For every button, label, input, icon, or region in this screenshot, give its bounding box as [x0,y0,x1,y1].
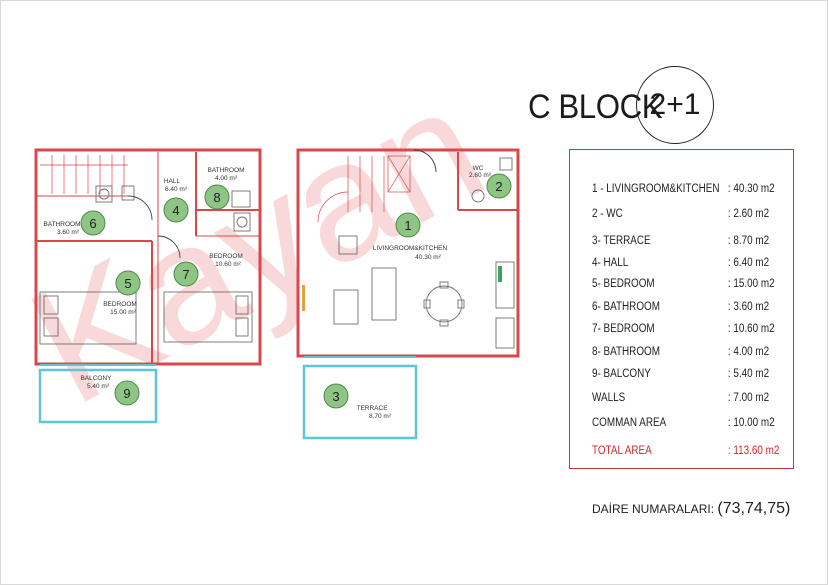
area-row-label: 7- BEDROOM [592,323,655,335]
room-2-name: WC [473,165,484,172]
room-6-area: 3.60 m² [57,229,80,236]
room-9-name: BALCONY [80,375,112,382]
marker-room-1 [395,212,421,238]
area-row-value: : 5.40 m2 [727,368,770,380]
room-7-area: 10.60 m² [215,261,241,268]
upper-floor-plan [34,148,262,424]
area-row-label: 9- BALCONY [592,368,651,380]
unit-type-label: 2+1 [649,88,701,121]
room-3-name: TERRACE [356,405,388,412]
area-row-label: 8- BATHROOM [592,346,660,358]
ground-furniture [333,149,515,349]
area-table: 1 - LIVINGROOM&KITCHEN : 40.30 m2 2 - WC:… [569,149,794,469]
room-9-area: 5.40 m² [87,383,110,390]
area-row-label: 3- TERRACE [592,235,651,247]
area-row-label: 6- BATHROOM [592,301,660,313]
marker-room-3 [323,383,349,409]
marker-room-3-number: 3 [332,389,339,404]
ground-stairs [317,155,411,223]
room-1-area: 40.30 m² [415,254,441,261]
total-area-label: TOTAL AREA [592,445,652,457]
room-labels: LIVINGROOM&KITCHEN 40.30 m² WC 2.60 m² T… [43,165,491,420]
area-row-label: 2 - WC [592,208,623,220]
total-area-value: : 113.60 m2 [727,445,780,457]
area-row-value: : 2.60 m2 [727,208,770,220]
room-8-area: 4.00 m² [215,175,238,182]
area-row-label: 1 - LIVINGROOM&KITCHEN [592,183,720,195]
marker-room-7 [173,261,199,287]
area-row-value: : 6.40 m2 [727,257,770,269]
window-marker [302,285,305,311]
upper-stairs [40,155,128,194]
area-row-value: : 8.70 m2 [727,235,770,247]
area-row-value: : 4.00 m2 [727,346,770,358]
marker-room-4-number: 4 [172,203,179,218]
unit-numbers-value: (73,74,75) [717,500,791,517]
unit-numbers: DAİRE NUMARALARI: (73,74,75) [592,500,790,518]
ground-floor-plan [296,148,520,440]
unit-numbers-label: DAİRE NUMARALARI: [592,502,715,516]
room-4-area: 6.40 m² [165,186,188,193]
room-7-name: BEDROOM [209,253,243,260]
area-row-value: : 40.30 m2 [727,183,775,195]
area-row-label: WALLS [592,392,626,404]
marker-room-2 [486,173,512,199]
room-6-name: BATHROOM [43,221,80,228]
room-5-area: 15.00 m² [110,309,136,316]
marker-room-5-number: 5 [124,276,131,291]
room-markers: 1 2 3 4 5 6 7 8 9 [80,173,512,409]
room-8-name: BATHROOM [207,167,244,174]
area-row-value: : 15.00 m2 [727,278,775,290]
marker-room-8-number: 8 [213,190,220,205]
marker-room-4 [163,197,189,223]
unit-type-badge: 2+1 [636,66,714,144]
area-row-label: COMMAN AREA [592,417,667,429]
marker-room-5 [115,270,141,296]
marker-room-2-number: 2 [495,179,502,194]
area-row-value: : 7.00 m2 [727,392,770,404]
room-5-name: BEDROOM [103,301,137,308]
area-row-label: 5- BEDROOM [592,278,655,290]
room-1-name: LIVINGROOM&KITCHEN [373,245,448,252]
marker-room-7-number: 7 [182,267,189,282]
area-row-value: : 10.00 m2 [727,417,775,429]
room-3-area: 8.70 m² [369,413,392,420]
room-4-name: HALL [164,178,181,185]
marker-room-8 [204,184,230,210]
marker-room-1-number: 1 [404,218,411,233]
room-2-area: 2.60 m² [469,172,492,179]
kitchen-counter-accent [498,266,502,282]
upper-furniture [39,185,253,345]
marker-room-9 [114,380,140,406]
marker-room-6 [80,210,106,236]
marker-room-6-number: 6 [89,216,96,231]
marker-room-9-number: 9 [123,386,130,401]
area-row-label: 4- HALL [592,257,629,269]
area-row-value: : 3.60 m2 [727,301,770,313]
area-row-value: : 10.60 m2 [727,323,775,335]
